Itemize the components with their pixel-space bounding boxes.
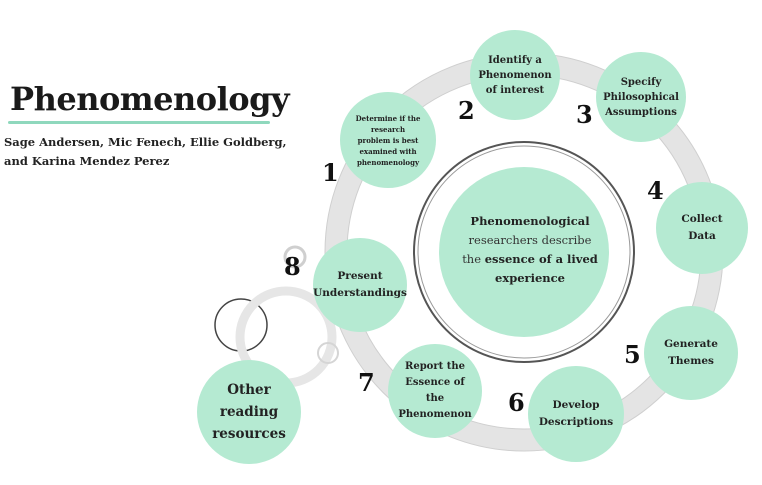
center-line-1: Phenomenological [470,214,590,228]
step-4-node[interactable]: Collect Data [656,182,748,274]
step-4-label: Collect Data [681,213,723,242]
step-2-label: Identify a Phenomenon of interest [478,54,552,96]
step-1-label: Determine if the research problem is bes… [355,113,421,167]
center-circle[interactable] [439,167,609,337]
step-5-label: Generate Themes [664,338,718,367]
step-2-number: 2 [458,96,475,125]
step-1-node[interactable]: Determine if the research problem is bes… [340,92,436,188]
step-3-label: Specify Philosophical Assumptions [603,76,679,118]
step-5-node[interactable]: Generate Themes [644,306,738,400]
center-line-3a: the [462,252,482,266]
page-title: Phenomenology [10,80,290,118]
center-line-2: researchers describe [468,233,592,247]
center-line-4: experience [495,271,565,285]
step-1-number: 1 [322,158,339,187]
step-2-node[interactable]: Identify a Phenomenon of interest [470,30,560,120]
other-resources-label: Other reading resources [212,382,286,442]
step-8-number: 8 [284,252,301,281]
step-5-number: 5 [624,340,641,369]
step-6-number: 6 [508,388,525,417]
authors: Sage Andersen, Mic Fenech, Ellie Goldber… [4,135,287,168]
step-7-node[interactable]: Report the Essence of the Phenomenon [388,344,482,438]
center-text: Phenomenological researchers describe th… [450,212,610,288]
step-7-number: 7 [358,368,375,397]
title-underline [8,121,270,124]
step-3-node[interactable]: Specify Philosophical Assumptions [596,52,686,142]
step-6-label: Develop Descriptions [538,399,614,428]
step-6-node[interactable]: Develop Descriptions [528,366,624,462]
step-4-number: 4 [647,176,664,205]
other-resources-button[interactable]: Other reading resources [197,360,301,464]
step-3-number: 3 [576,100,593,129]
step-8-label: Present Understandings [313,270,407,299]
step-8-node[interactable]: Present Understandings [313,238,407,332]
center-line-3b: essence of a lived [484,252,598,266]
step-7-label: Report the Essence of the Phenomenon [398,361,472,420]
